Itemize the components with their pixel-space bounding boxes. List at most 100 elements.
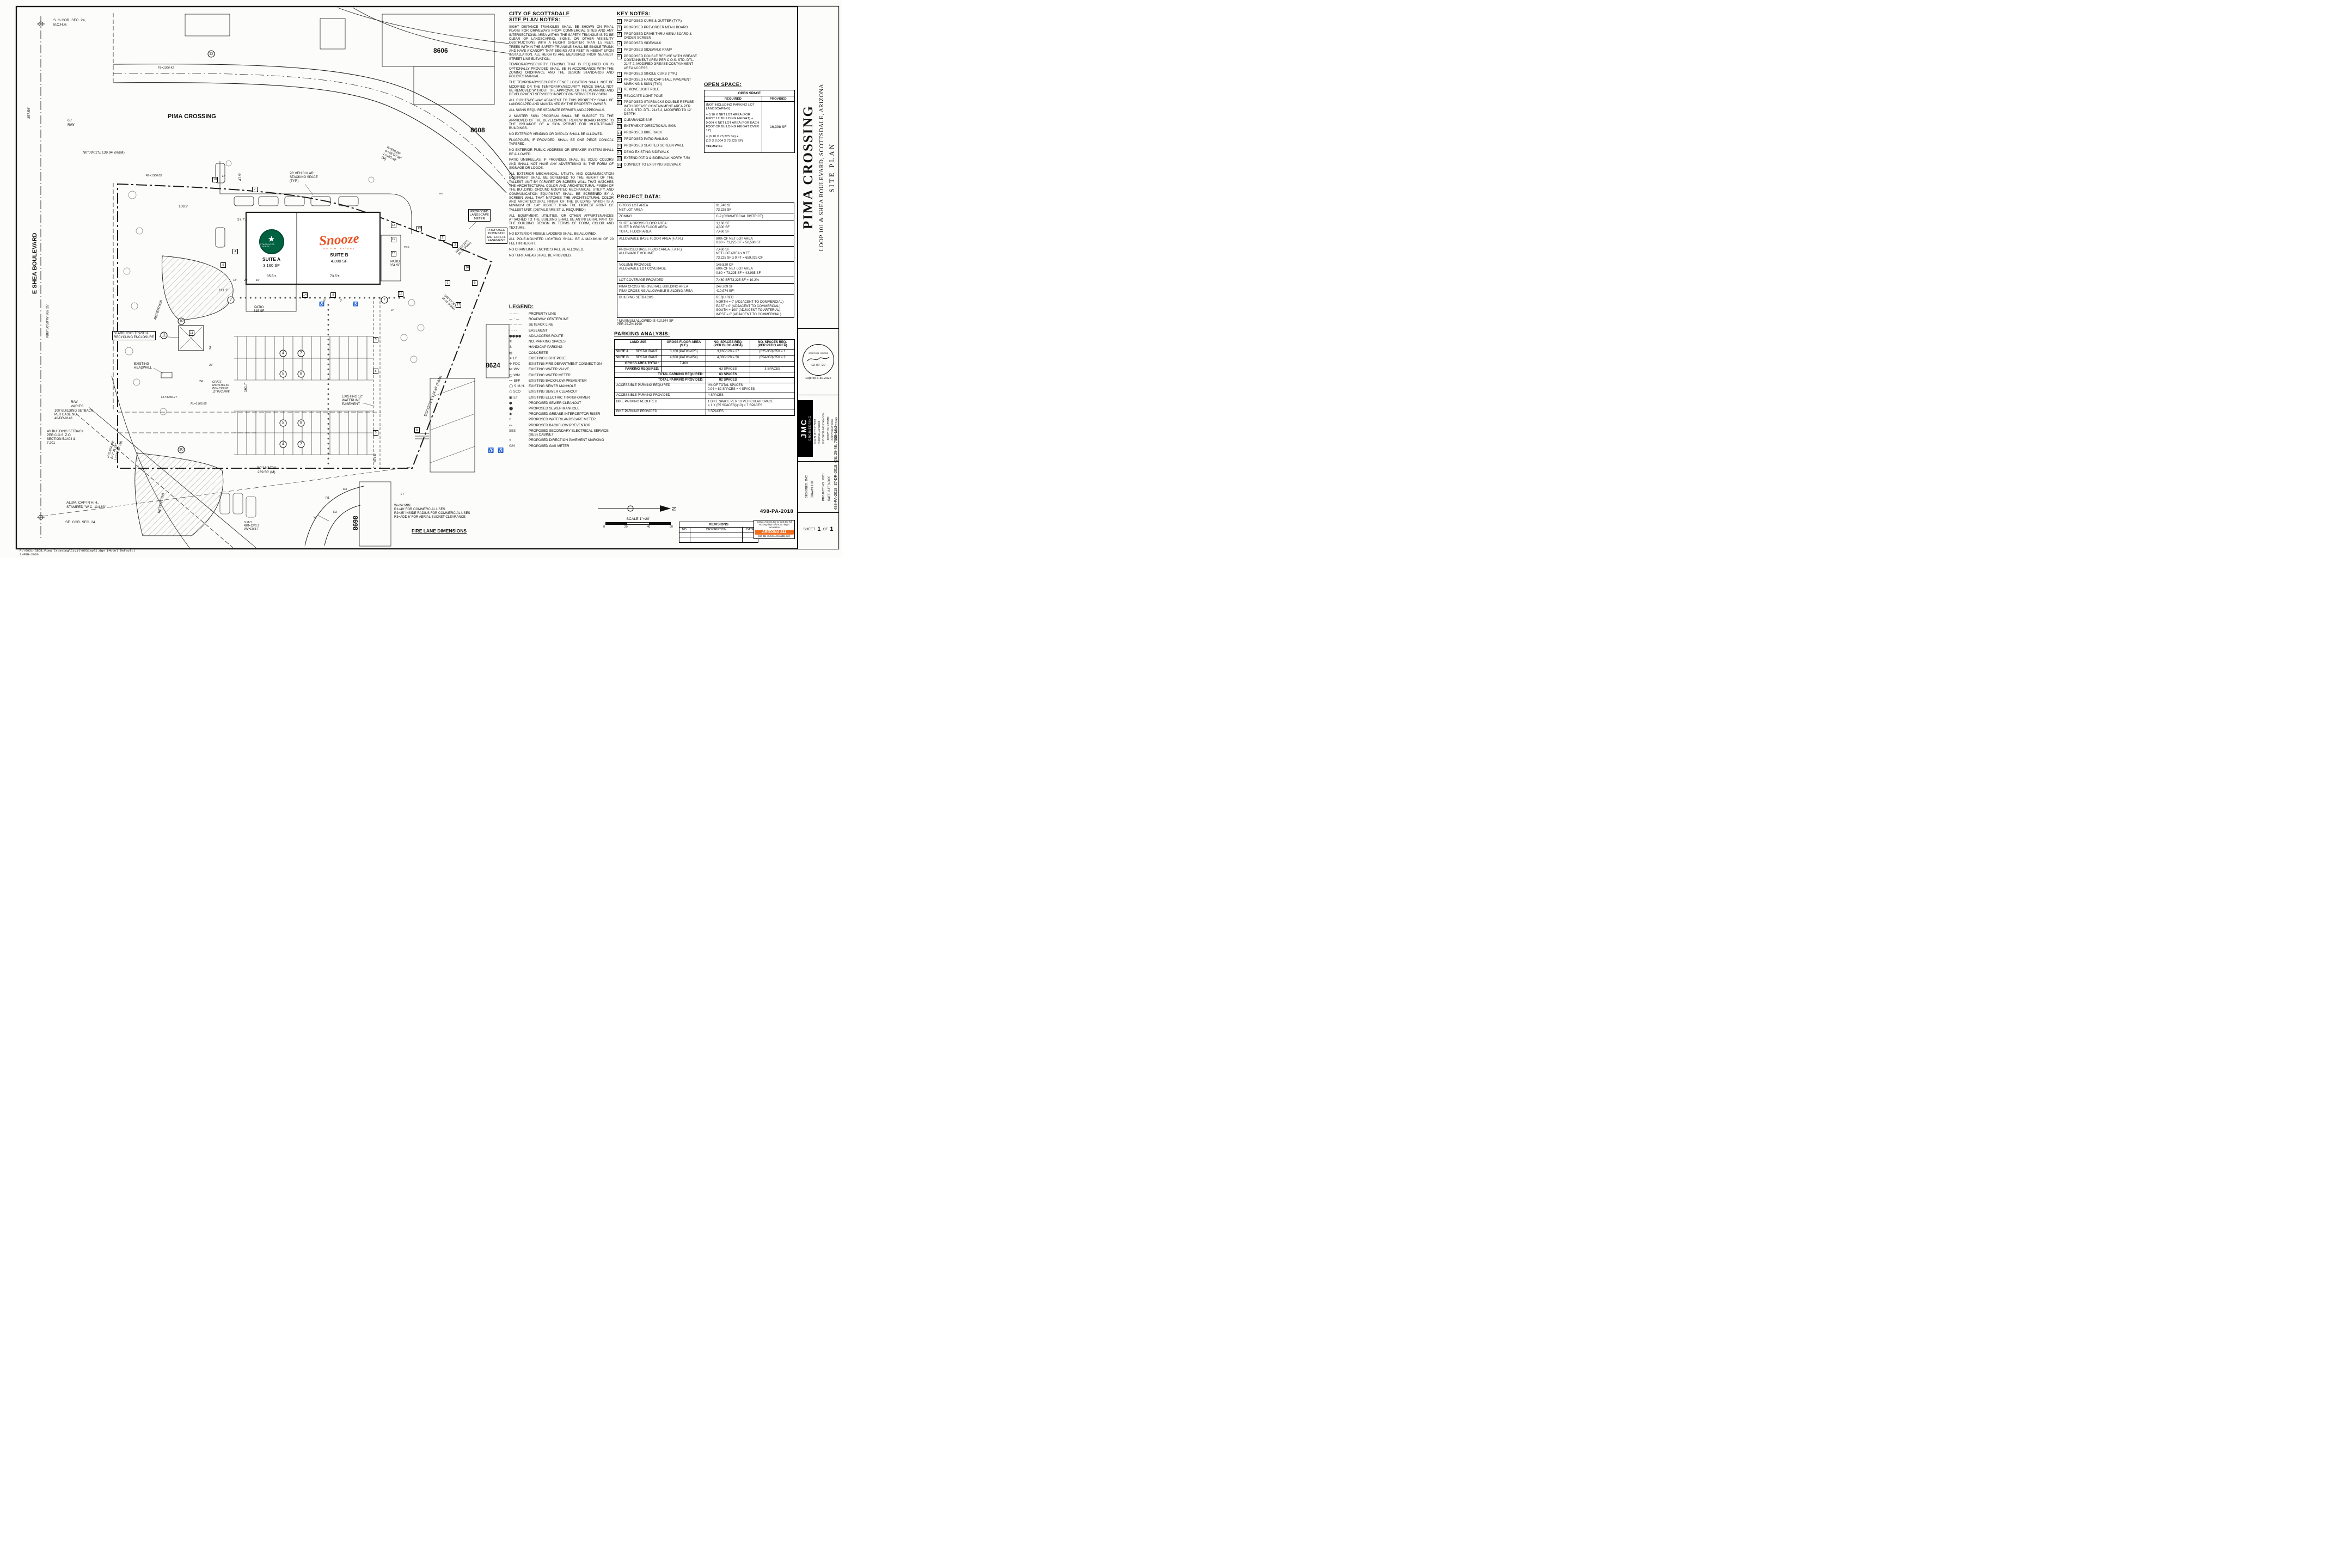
scale-text: SCALE 1"=20' — [626, 517, 650, 521]
legend-item: ⊷ PROPOSED BACKFLOW PREVENTOR — [509, 423, 612, 427]
jmc-logo: JMC ENGINEERING — [798, 400, 813, 457]
legend-item: ● PROPOSED SEWER CLEANOUT — [509, 401, 612, 405]
key-notes-title: KEY NOTES: — [617, 11, 651, 17]
project-data-table: GROSS LOT AREA NET LOT AREA 91,740 SF 73… — [617, 202, 794, 318]
note-paragraph: NO EXTERIOR VENDING OR DISPLAY SHALL BE … — [509, 132, 603, 137]
key-note-number: 4 — [617, 41, 622, 47]
legend-symbol: —··— — [509, 311, 518, 316]
legend-label: PROPOSED SEWER MANHOLE — [529, 406, 580, 411]
key-note-text: PROPOSED DRIVE-THRU MENU BOARD & ORDER S… — [624, 32, 692, 40]
retention-basin-north — [162, 255, 234, 321]
key-note-text: PROPOSED PRE-ORDER MENU BOARD — [624, 25, 688, 29]
legend-label: HANDICAP PARKING — [529, 345, 563, 350]
legend-item: ▣ ET EXISTING ELECTRIC TRANSFORMER — [509, 395, 612, 400]
legend-label: EXISTING SEWER MANHOLE — [529, 384, 577, 389]
parked-cars — [219, 493, 256, 518]
starbucks-logo: ★ STARBUCKS COFFEE — [259, 229, 284, 254]
legend-symbol: ⑨ — [509, 339, 512, 344]
key-note-number: 15 — [617, 137, 622, 142]
revisions-block: REVISIONS NO. DESCRIPTION DATE — [679, 522, 758, 543]
legend-label: PROPOSED BACKFLOW PREVENTOR — [529, 423, 591, 427]
key-note-number: 8 — [617, 78, 622, 83]
note-paragraph: THE TEMPORARY/SECURITY FENCE LOCATION SH… — [509, 81, 614, 97]
key-note-text: PROPOSED STARBUCKS DOUBLE REFUSE WITH GR… — [624, 100, 694, 117]
firm-address: 7313 N 16TH STREET PHOENIX, AZ 85020 JCI… — [813, 412, 825, 444]
parking-header-row: LAND USE GROSS FLOOR AREA (S.F.) NO. SPA… — [615, 340, 794, 350]
legend-label: EXISTING BACKFLOW PREVENTER — [529, 378, 587, 383]
note-paragraph: FLAGPOLES, IF PROVIDED, SHALL BE ONE PIE… — [509, 138, 614, 146]
case-number: 498-PA-2018 — [760, 509, 794, 514]
key-note: 4 PROPOSED SIDEWALK — [617, 41, 700, 47]
legend-symbol: ◉ — [509, 412, 512, 416]
legend-item: SES PROPOSED SECONDARY ELECTRICAL SERVIC… — [509, 428, 612, 437]
legend-item: ✛ FDC EXISTING FIRE DEPARTMENT CONNECTIO… — [509, 362, 612, 366]
key-note-number: 5 — [617, 47, 622, 53]
key-note: 11 PROPOSED STARBUCKS DOUBLE REFUSE WITH… — [617, 100, 700, 116]
note-paragraph: ALL EQUIPMENT, UTILITIES, OR OTHER APPUR… — [509, 213, 614, 230]
project-subtitle: LOOP 101 & SHEA BOULEVARD, SCOTTSDALE, A… — [818, 83, 825, 252]
project-data-row: PIMA CROSSING OVERALL BUILDING AREA PIMA… — [617, 284, 794, 295]
key-note-number: 7 — [617, 71, 622, 77]
revisions-header: NO. DESCRIPTION DATE — [679, 528, 758, 532]
note-paragraph: NO TURF AREAS SHALL BE PROVIDED. — [509, 253, 572, 258]
key-note-text: ENTRY/EXIT DIRECTIONAL SIGN — [624, 124, 677, 128]
project-data-title: PROJECT DATA: — [617, 194, 661, 200]
key-note-number: 11 — [617, 100, 622, 106]
legend-symbol: ● — [509, 400, 512, 405]
project-data-row: VOLUME PROVIDED ALLOWABLE LOT COVERAGE 1… — [617, 261, 794, 277]
legend-symbol: ▤ — [509, 350, 513, 355]
notes-list: SIGHT DISTANCE TRIANGLES SHALL BE SHOWN … — [509, 25, 614, 258]
project-title: PIMA CROSSING — [800, 105, 816, 230]
key-note: 12 CLEARANCE BAR — [617, 118, 700, 123]
property-line — [117, 183, 493, 469]
scale-tick: 0 — [603, 525, 605, 529]
trees — [123, 160, 425, 415]
key-note: 18 EXTEND PATIO & SIDEWALK NORTH 7.54' — [617, 156, 700, 162]
pima-crossing-road — [113, 7, 515, 193]
legend-symbol: ♿ — [509, 345, 512, 350]
setback-lines — [118, 412, 381, 433]
parking-extra-row: ACCESSIBLE PARKING PROVIDED 4 SPACES — [615, 393, 794, 400]
parking-total-provided-row: TOTAL PARKING PROVIDED: 82 SPACES — [615, 377, 794, 383]
legend-symbol: ▫ — [509, 417, 512, 422]
project-data-label: PIMA CROSSING OVERALL BUILDING AREA PIMA… — [617, 284, 715, 295]
note-paragraph: ALL SIGNS REQUIRE SEPARATE PERMITS AND A… — [509, 108, 605, 113]
project-data-value: 7,460 SF NET LOT AREA x 9 FT 73,225 SF x… — [716, 247, 763, 260]
parking-row: SUITE B RESTAURANT 4,300 (PATIO=854) 4,3… — [615, 355, 794, 362]
key-note-number: 17 — [617, 150, 622, 155]
revisions-title: REVISIONS — [679, 522, 758, 528]
suite-b-name: SUITE B — [330, 252, 348, 258]
legend-label: PROPERTY LINE — [529, 312, 556, 316]
arizona811-stamp: Contact Arizona 811 at least two full wo… — [754, 520, 795, 539]
project-data-row: SUITE A GROSS FLOOR AREA: SUITE B GROSS … — [617, 220, 794, 236]
key-note: 15 PROPOSED PATIO RAILING — [617, 137, 700, 142]
legend-label: PROPOSED DIRECTION PAVEMENT MARKING — [529, 438, 604, 443]
parking-total-required-row: TOTAL PARKING REQUIRED: 63 SPACES — [615, 372, 794, 378]
north-arrow-icon: N — [598, 505, 676, 512]
project-data-value: 3,160 SF 4,300 SF 7,460 SF — [716, 221, 730, 234]
file-path: P:\0031-CBCB_Pima Crossing\Civil\0031sp0… — [20, 549, 136, 556]
legend-item: - - - - EASEMENT — [509, 328, 612, 333]
key-note-text: EXTEND PATIO & SIDEWALK NORTH 7.54' — [624, 156, 691, 161]
parking-analysis-panel: PARKING ANALYSIS: LAND USE GROSS FLOOR A… — [614, 331, 795, 416]
parking-analysis-table: LAND USE GROSS FLOOR AREA (S.F.) NO. SPA… — [614, 339, 795, 416]
key-note-text: PROPOSED SIDEWALK — [624, 41, 661, 46]
scale-tick: 20 — [624, 525, 628, 529]
starbucks-siren-icon: ★ — [267, 235, 275, 244]
legend-symbol: ⬤ — [509, 406, 513, 411]
legend-title: LEGEND: — [509, 304, 534, 310]
existing-building-southeast — [430, 378, 475, 473]
key-note-number: 14 — [617, 131, 622, 136]
note-paragraph: PATIO UMBRELLAS, IF PROVIDED, SHALL BE S… — [509, 158, 614, 170]
key-note-text: REMOVE LIGHT POLE — [624, 87, 659, 91]
legend-label: EXISTING FIRE DEPARTMENT CONNECTION — [529, 362, 602, 366]
crosswalk — [415, 433, 429, 439]
legend-symbol: GM — [509, 443, 515, 448]
suite-b-area: 4,300 SF — [330, 259, 348, 264]
legend-item: ●●●● ADA ACCESS ROUTE — [509, 334, 612, 338]
key-note-text: PROPOSED SINGLE CURB (TYP.) — [624, 71, 677, 76]
suite-b: Snooze AN A.M. EATERY SUITE B 4,300 SF — [298, 213, 380, 283]
legend-list: —··— PROPERTY LINE — · — ROADWAY CENTERL… — [509, 311, 612, 448]
key-note-text: PROPOSED SLATTED SCREEN WALL — [624, 143, 684, 148]
